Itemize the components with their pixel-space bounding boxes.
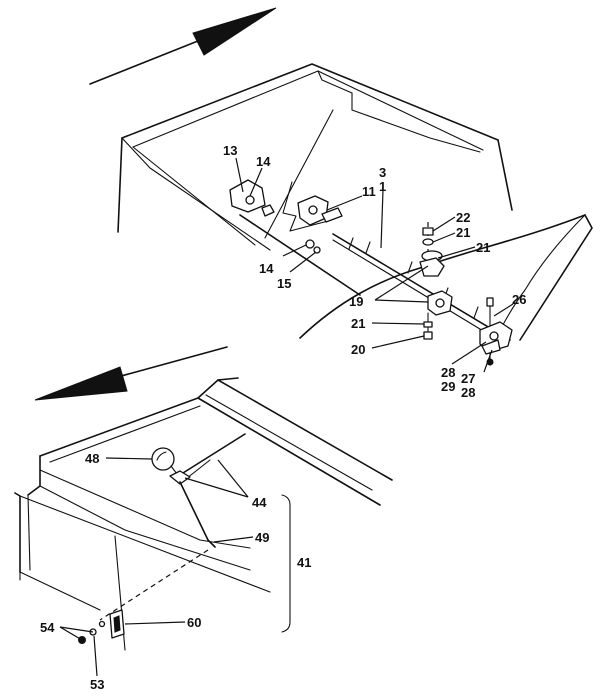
- callout-28-b: 28: [461, 385, 475, 400]
- callout-22: 22: [456, 210, 470, 225]
- callout-21-a: 21: [456, 225, 470, 240]
- top-body-panel: [117, 63, 593, 351]
- direction-arrow-top-icon: [89, 7, 277, 85]
- shaft-clamp: [423, 290, 453, 340]
- cable-rod: [239, 214, 361, 296]
- group-bracket: [281, 494, 291, 633]
- direction-arrow-bottom-icon: [34, 346, 228, 401]
- callout-53: 53: [90, 677, 104, 692]
- callout-1: 1: [379, 179, 386, 194]
- callout-11: 11: [362, 184, 376, 199]
- callout-13: 13: [223, 143, 237, 158]
- linkage-rod: [169, 433, 246, 541]
- callout-21-c: 21: [351, 316, 365, 331]
- handle-knob: [151, 447, 178, 475]
- callout-44: 44: [252, 495, 267, 510]
- cable-rod-49: [207, 539, 216, 548]
- fastener-set: [78, 620, 106, 644]
- callout-19: 19: [349, 294, 363, 309]
- callout-15: 15: [277, 276, 291, 291]
- mounting-plate: [264, 109, 334, 239]
- callout-49: 49: [255, 530, 269, 545]
- callout-60: 60: [187, 615, 201, 630]
- callout-29: 29: [441, 379, 455, 394]
- callout-26: 26: [512, 292, 526, 307]
- nut-washer-part: [305, 239, 321, 254]
- cable-path: [99, 549, 209, 621]
- callout-20: 20: [351, 342, 365, 357]
- bottom-leader-lines: [59, 457, 254, 677]
- bottom-body-panel: [14, 377, 393, 651]
- callout-21-b: 21: [476, 240, 490, 255]
- callout-14-bottom: 14: [259, 261, 274, 276]
- bolt-nut-stack: [419, 222, 445, 277]
- callout-54: 54: [40, 620, 55, 635]
- pivot-bracket-part: [297, 195, 343, 226]
- top-leader-lines: [235, 157, 514, 373]
- callout-3: 3: [379, 165, 386, 180]
- hinge-bracket-part: [229, 179, 275, 217]
- callout-41: 41: [297, 555, 311, 570]
- latch-plate: [109, 609, 125, 639]
- hinge-assembly: [479, 321, 513, 355]
- callout-labels: 13 14 11 3 1 22 21 21 14 15 19 21 20 26 …: [40, 143, 526, 692]
- callout-48: 48: [85, 451, 99, 466]
- callout-28-a: 28: [441, 365, 455, 380]
- callout-27: 27: [461, 371, 475, 386]
- callout-14-top: 14: [256, 154, 271, 169]
